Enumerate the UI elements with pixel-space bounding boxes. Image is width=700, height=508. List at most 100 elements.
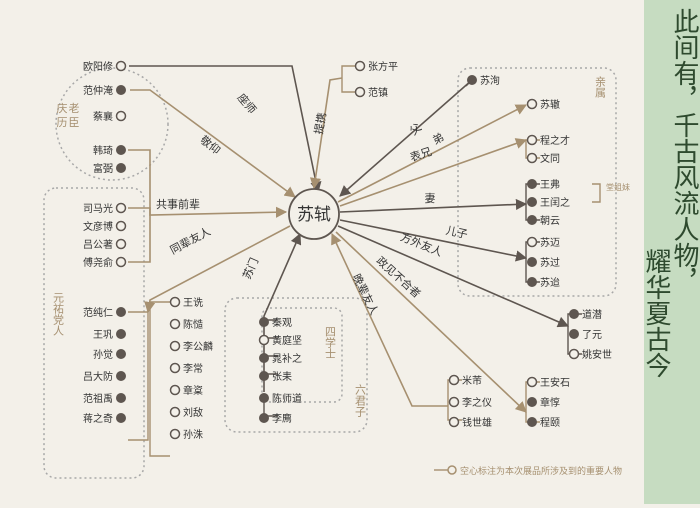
- person-name: 李之仪: [462, 396, 492, 409]
- person-node: 王诜: [169, 296, 203, 309]
- person-filled-dot: [527, 417, 537, 427]
- person-node: 韩琦: [93, 144, 126, 157]
- person-name: 晁补之: [272, 352, 302, 365]
- relation-label: 儿子: [445, 224, 469, 241]
- person-name: 欧阳修: [83, 60, 113, 73]
- person-name: 范镇: [368, 86, 388, 99]
- person-open-dot: [169, 318, 181, 330]
- person-open-dot: [258, 334, 270, 346]
- person-filled-dot: [259, 371, 269, 381]
- person-filled-dot: [527, 197, 537, 207]
- line-tixie: [309, 77, 343, 190]
- person-open-dot: [448, 416, 460, 428]
- person-name: 秦观: [272, 316, 292, 329]
- person-name: 李常: [183, 362, 203, 375]
- person-filled-dot: [467, 75, 477, 85]
- person-open-dot: [526, 376, 538, 388]
- person-open-dot: [568, 348, 580, 360]
- person-name: 姚安世: [582, 348, 612, 361]
- person-node: 黄庭坚: [258, 334, 302, 347]
- person-node: 米芾: [448, 374, 482, 387]
- person-filled-dot: [116, 413, 126, 423]
- qinshu-group-outline: [457, 67, 617, 297]
- group-label-qingli-4: 臣: [69, 116, 80, 129]
- person-filled-dot: [527, 277, 537, 287]
- person-node: 秦观: [259, 316, 292, 329]
- person-filled-dot: [116, 145, 126, 155]
- person-open-dot: [169, 384, 181, 396]
- person-open-dot: [169, 406, 181, 418]
- bracket-yuanyou-right: [149, 301, 170, 457]
- person-filled-dot: [527, 215, 537, 225]
- title-band: [644, 0, 700, 504]
- person-node: 吕大防: [83, 370, 126, 383]
- person-open-dot: [115, 110, 127, 122]
- legend: 空心标注为本次展品所涉及到的重要人物: [434, 465, 622, 477]
- legend-open-circle: [447, 465, 457, 475]
- person-name: 范纯仁: [83, 306, 113, 319]
- person-name: 蒋之奇: [83, 412, 113, 425]
- person-filled-dot: [116, 307, 126, 317]
- person-name: 陈慥: [183, 318, 203, 331]
- person-filled-dot: [527, 179, 537, 189]
- person-name: 文彦博: [83, 220, 113, 233]
- person-open-dot: [115, 256, 127, 268]
- person-open-dot: [354, 60, 366, 72]
- person-filled-dot: [527, 397, 537, 407]
- person-node: 姚安世: [568, 348, 612, 361]
- person-filled-dot: [569, 309, 579, 319]
- person-name: 孙觉: [93, 348, 113, 361]
- relation-label: 共事前辈: [156, 197, 200, 211]
- person-name: 孙洙: [183, 428, 203, 441]
- person-node: 王安石: [526, 376, 570, 389]
- person-node: 晁补之: [259, 352, 302, 365]
- relation-label: 弟: [430, 131, 446, 148]
- person-name: 钱世雄: [462, 416, 492, 429]
- person-filled-dot: [259, 413, 269, 423]
- person-node: 文彦博: [83, 220, 127, 233]
- person-name: 了元: [582, 329, 602, 341]
- vertical-title-line-2: 耀华夏古今: [641, 248, 671, 378]
- person-name: 富弼: [93, 162, 113, 175]
- person-open-dot: [448, 374, 460, 386]
- vertical-title: 此间有，千古风流人物， 耀华夏古今: [641, 8, 699, 378]
- person-name: 王巩: [93, 329, 113, 341]
- person-node: 朝云: [527, 215, 560, 227]
- person-node: 章惇: [527, 396, 560, 409]
- person-name: 蔡襄: [93, 110, 113, 123]
- person-filled-dot: [116, 371, 126, 381]
- person-open-dot: [115, 60, 127, 72]
- person-name: 王安石: [540, 376, 570, 389]
- line-qi: [339, 198, 528, 213]
- person-filled-dot: [259, 393, 269, 403]
- person-node: 孙洙: [169, 428, 203, 441]
- person-node: 李公麟: [169, 340, 213, 353]
- bracket-yuanyou-left: [128, 311, 149, 441]
- person-name: 朝云: [540, 215, 560, 227]
- group-label-yuanyou: 元祐党人: [52, 292, 65, 336]
- line-di: [337, 104, 527, 203]
- line-erzi: [339, 219, 528, 262]
- person-node: 文同: [526, 152, 560, 165]
- person-node: 苏迨: [527, 276, 560, 289]
- center-node: [288, 188, 340, 240]
- person-node: 富弼: [93, 162, 126, 175]
- line-tongbei: [144, 225, 291, 314]
- relation-label: 提携: [311, 111, 329, 135]
- person-node: 苏过: [527, 256, 560, 269]
- person-filled-dot: [259, 317, 269, 327]
- person-open-dot: [115, 238, 127, 250]
- relation-label: 妻: [425, 192, 436, 205]
- person-name: 李廌: [272, 412, 292, 425]
- person-node: 范纯仁: [83, 306, 126, 319]
- person-name: 苏过: [540, 256, 560, 269]
- group-label-qingli-3: 老: [69, 102, 80, 115]
- bracket-sumen: [263, 319, 278, 417]
- person-open-dot: [169, 428, 181, 440]
- line-gongshi-left: [128, 207, 151, 263]
- person-name: 黄庭坚: [272, 334, 302, 347]
- person-node: 李常: [169, 362, 203, 375]
- person-node: 傅尧俞: [83, 256, 127, 269]
- person-node: 孙觉: [93, 348, 126, 361]
